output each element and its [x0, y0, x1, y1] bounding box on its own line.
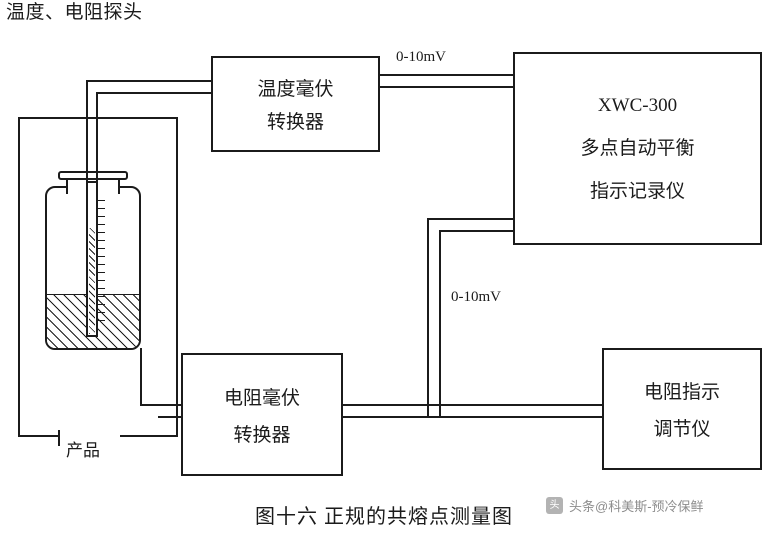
- resistance-millivolt-converter-box: 电阻毫伏 转换器: [181, 353, 343, 476]
- probe-scale-tick: [98, 312, 105, 313]
- probe-scale-tick: [98, 224, 105, 225]
- product-label: 产品: [66, 441, 100, 460]
- recorder-line-3: 指示记录仪: [589, 180, 685, 202]
- watermark-text: 头条@科美斯-预冷保鲜: [569, 499, 704, 514]
- probe-scale-tick: [98, 200, 105, 201]
- wire-recorder-down-a: [427, 218, 429, 416]
- wire-vessel-to-res-a: [140, 404, 183, 406]
- probe-scale-tick: [98, 216, 105, 217]
- wire-res-bus-a: [342, 404, 603, 406]
- probe-scale-tick: [98, 264, 105, 265]
- vessel-bottom-gap: [60, 429, 120, 441]
- probe-scale-tick: [98, 304, 105, 305]
- wire-temp-to-recorder-a: [379, 74, 515, 76]
- probe-scale-tick: [98, 288, 105, 289]
- resistance-converter-line-1: 电阻毫伏: [223, 387, 300, 409]
- wire-probe-right-vertical: [96, 92, 98, 142]
- wire-res-bus-b: [342, 416, 603, 418]
- page-title: 温度、电阻探头: [6, 2, 143, 23]
- wire-vessel-res-drop: [140, 348, 142, 406]
- wire-probe-left-vertical: [86, 80, 88, 142]
- probe-stem-left: [86, 140, 88, 184]
- watermark: 头条 头条@科美斯-预冷保鲜: [546, 496, 704, 528]
- probe-scale-tick: [98, 320, 105, 321]
- signal-label-top: 0-10mV: [396, 49, 446, 65]
- temp-converter-line-2: 转换器: [266, 112, 324, 133]
- watermark-logo-icon: 头条: [546, 497, 563, 528]
- bottle-cap: [58, 171, 128, 180]
- probe-fill-hatch: [89, 228, 95, 334]
- wire-recorder-down-b: [439, 230, 441, 416]
- probe-stem-right: [96, 140, 98, 184]
- probe-scale-tick: [98, 296, 105, 297]
- probe-scale-tick: [98, 256, 105, 257]
- resistance-indicator-line-1: 电阻指示: [643, 382, 720, 403]
- probe-scale-tick: [98, 280, 105, 281]
- product-leader-line: [58, 430, 60, 446]
- resistance-indicator-regulator-box: 电阻指示 调节仪: [602, 348, 762, 470]
- wire-probe-right-horizontal: [96, 92, 213, 94]
- temperature-millivolt-converter-box: 温度毫伏 转换器: [211, 56, 380, 152]
- probe-scale-tick: [98, 240, 105, 241]
- recorder-line-2: 多点自动平衡: [580, 137, 695, 159]
- probe-scale-tick: [98, 232, 105, 233]
- wire-temp-to-recorder-b: [379, 86, 515, 88]
- wire-recorder-side-a: [427, 218, 515, 220]
- signal-label-bottom: 0-10mV: [451, 289, 501, 305]
- probe-scale-tick: [98, 272, 105, 273]
- wire-recorder-side-b: [439, 230, 515, 232]
- recorder-line-1: XWC-300: [597, 94, 678, 116]
- probe-scale-tick: [98, 248, 105, 249]
- temp-converter-line-1: 温度毫伏: [257, 79, 334, 100]
- wire-vessel-to-res-b: [158, 416, 183, 418]
- probe-scale-tick: [98, 208, 105, 209]
- figure-caption: 图十六 正规的共熔点测量图: [255, 506, 513, 528]
- resistance-indicator-line-2: 调节仪: [653, 419, 711, 440]
- resistance-converter-line-2: 转换器: [233, 424, 291, 446]
- wire-probe-left-horizontal: [86, 80, 213, 82]
- recorder-box: XWC-300 多点自动平衡 指示记录仪: [513, 52, 762, 245]
